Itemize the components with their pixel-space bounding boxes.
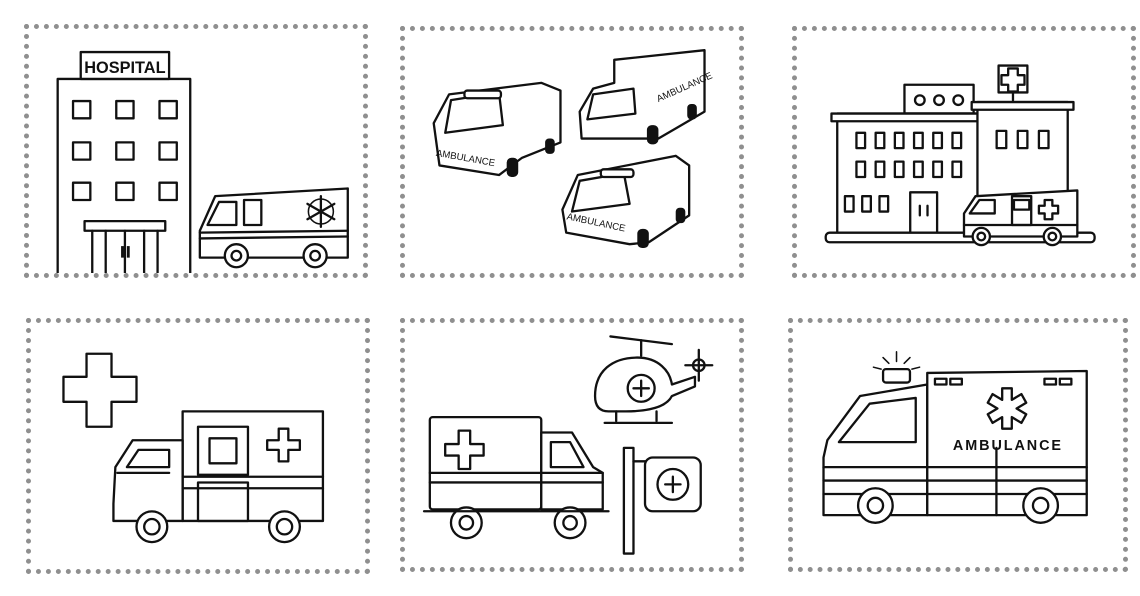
three-ambulances-drawing: AMBULANCE AMBULANCE AMBULANCE (432, 49, 714, 249)
ambulance-label: AMBULANCE (953, 438, 1063, 454)
star-of-life-icon (986, 387, 1028, 430)
helicopter-icon (593, 335, 714, 425)
coloring-card-three-ambulances: AMBULANCE AMBULANCE AMBULANCE (400, 26, 744, 278)
hospital-building: HOSPITAL (56, 50, 192, 273)
hospital-building-drawing (824, 64, 1096, 247)
medical-cross-icon (266, 427, 302, 463)
ambulance-truck (422, 415, 610, 540)
small-ambulance (962, 189, 1079, 247)
coloring-card-hospital: HOSPITAL (24, 24, 368, 278)
ambulance-van-bottom: AMBULANCE (561, 154, 691, 249)
hospital-sign-text: HOSPITAL (84, 59, 165, 77)
ambulance-van-left: AMBULANCE (432, 81, 562, 177)
hospital-sign-icon (997, 64, 1029, 102)
medical-cross-icon (444, 429, 485, 471)
hospital-windows (843, 129, 1050, 213)
medical-cross-icon (62, 352, 138, 428)
siren-icon (872, 351, 921, 384)
ambulance-truck-right: AMBULANCE (578, 49, 714, 145)
ambulance-truck (112, 410, 325, 544)
coloring-card-cross-ambulance (26, 318, 370, 574)
coloring-card-big-ambulance: AMBULANCE (788, 318, 1128, 572)
big-ambulance-drawing: AMBULANCE (822, 351, 1088, 524)
coloring-card-ambulance-helicopter (400, 318, 744, 572)
hospital-sign-icon (622, 446, 702, 555)
coloring-card-hospital-building (792, 26, 1136, 278)
ambulance-helicopter-drawing (422, 335, 714, 555)
star-of-life-icon (306, 194, 336, 229)
ambulance-side (198, 187, 349, 269)
hospital-scene-drawing: HOSPITAL (56, 50, 349, 273)
cross-ambulance-drawing (62, 352, 325, 544)
